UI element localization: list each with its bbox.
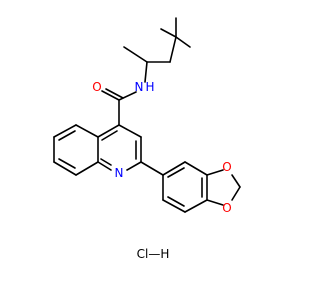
dioxole-oxygen-top-label: O — [222, 160, 231, 174]
bond — [126, 161, 142, 171]
bond — [123, 46, 148, 63]
bond — [101, 90, 120, 101]
bond — [53, 161, 77, 176]
bond — [231, 174, 241, 188]
atom-labels: O N H N O O Cl—H — [92, 80, 231, 261]
bond — [140, 161, 164, 176]
bond — [97, 161, 112, 171]
bond — [206, 169, 224, 176]
bond — [101, 130, 118, 141]
structure-svg: O N H N O O Cl—H — [53, 17, 241, 261]
bond — [100, 158, 112, 166]
bond — [118, 91, 137, 101]
dioxole-oxygen-bottom-label: O — [222, 201, 231, 215]
bond — [75, 161, 99, 176]
bond — [162, 161, 186, 176]
bond — [58, 158, 76, 169]
bond — [160, 28, 177, 38]
bonds — [53, 17, 241, 213]
amide-nitrogen-label: N — [135, 80, 144, 94]
bond — [184, 199, 208, 213]
bond — [144, 61, 148, 83]
bond — [167, 196, 185, 207]
bond — [58, 130, 76, 141]
bond — [53, 124, 77, 138]
quinoline-nitrogen-label: N — [115, 166, 124, 180]
bond — [231, 186, 241, 201]
bond — [162, 199, 186, 213]
bond — [184, 161, 208, 176]
amide-hydrogen-label: H — [145, 80, 154, 94]
bond — [97, 124, 120, 138]
amide-oxygen-label: O — [92, 80, 101, 94]
bond — [169, 36, 177, 63]
bond — [75, 124, 99, 138]
bond — [167, 167, 185, 178]
bond — [105, 88, 124, 99]
hydrochloride-label: Cl—H — [137, 247, 170, 261]
bond — [118, 124, 142, 138]
bond — [175, 36, 191, 48]
bond — [206, 199, 224, 206]
molecule-diagram: O N H N O O Cl—H — [53, 17, 241, 261]
